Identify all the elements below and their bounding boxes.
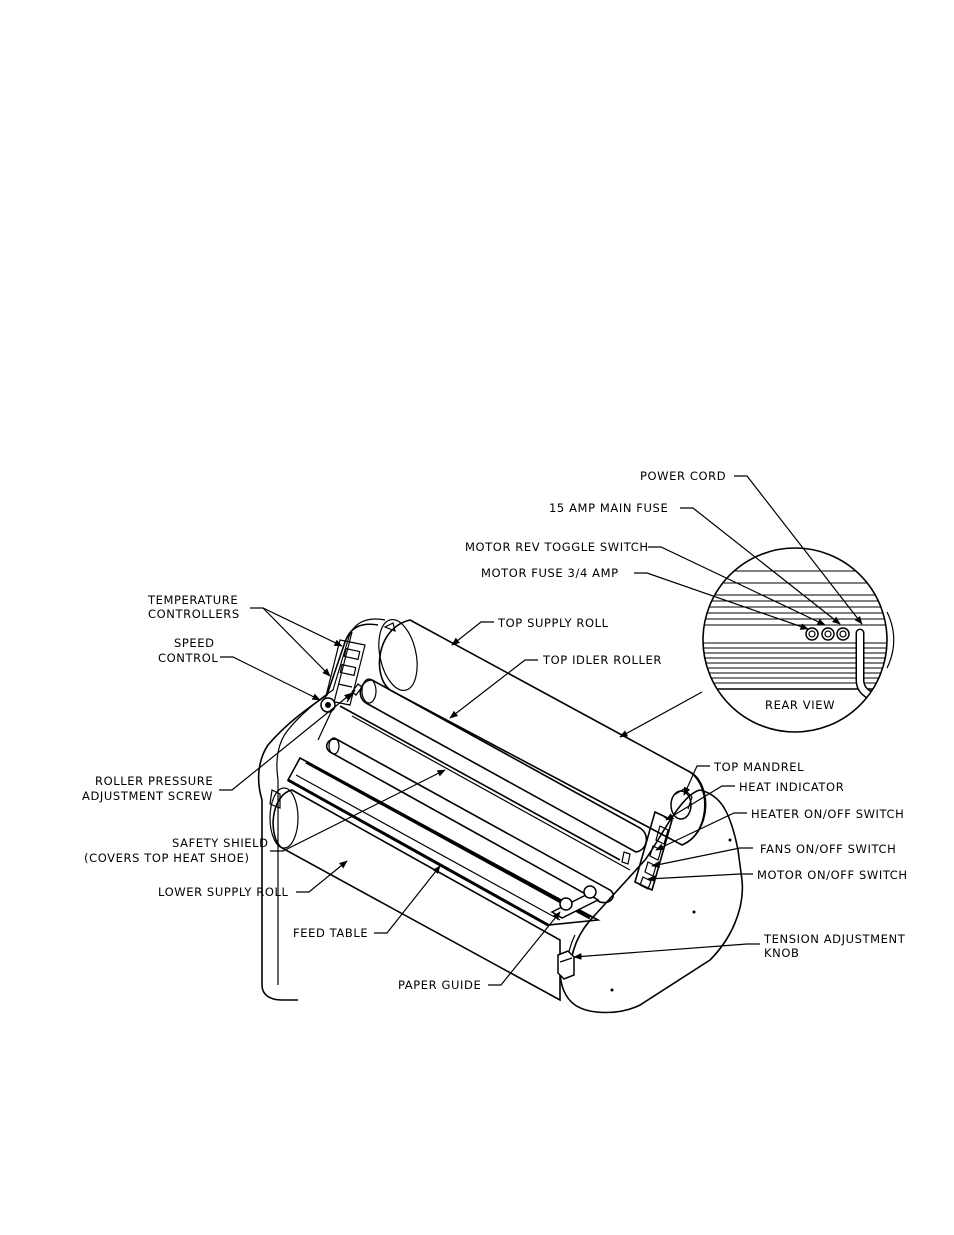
top-idler-roller [359,679,648,853]
label-tension-knob: TENSION ADJUSTMENT [763,932,906,946]
label-temperature-controllers: TEMPERATURE [147,593,238,607]
label-paper-guide: PAPER GUIDE [398,978,481,992]
label-lower-supply-roll: LOWER SUPPLY ROLL [158,885,289,899]
label-safety-shield-line2: (COVERS TOP HEAT SHOE) [84,851,250,865]
left-side-frame [257,623,379,1001]
motor-fuse-icon [805,627,819,641]
safety-shield [325,738,615,904]
label-heat-indicator: HEAT INDICATOR [739,780,844,794]
label-speed-control: SPEED [174,636,215,650]
label-top-mandrel: TOP MANDREL [713,760,804,774]
main-fuse-icon [836,627,850,641]
labels: POWER CORD 15 AMP MAIN FUSE MOTOR REV TO… [82,469,908,992]
label-safety-shield: SAFETY SHIELD [172,836,269,850]
lower-supply-roll [272,789,561,1002]
control-panel [324,639,366,706]
top-supply-roll [378,619,707,846]
fans-switch-icon [644,861,657,877]
label-feed-table: FEED TABLE [293,926,368,940]
label-main-fuse: 15 AMP MAIN FUSE [549,501,668,515]
label-motor-rev-toggle: MOTOR REV TOGGLE SWITCH [465,540,649,554]
leader-lines [219,475,863,986]
label-top-idler-roller: TOP IDLER ROLLER [542,653,662,667]
label-top-supply-roll: TOP SUPPLY ROLL [497,616,609,630]
label-power-cord: POWER CORD [640,469,726,483]
tension-adjustment-knob-icon [557,950,575,980]
label-fans-switch: FANS ON/OFF SWITCH [760,842,896,856]
label-speed-control-line2: CONTROL [158,651,218,665]
label-temperature-controllers-line2: CONTROLLERS [148,607,240,621]
feed-table [286,756,601,926]
label-roller-pressure-line2: ADJUSTMENT SCREW [82,789,213,803]
label-heater-switch: HEATER ON/OFF SWITCH [751,807,904,821]
label-motor-fuse: MOTOR FUSE 3/4 AMP [481,566,619,580]
label-motor-switch: MOTOR ON/OFF SWITCH [757,868,908,882]
label-rear-view: REAR VIEW [765,698,835,712]
right-side-frame [559,789,744,1014]
motor-rev-toggle-icon [821,627,835,641]
rear-view-inset [702,547,895,733]
label-roller-pressure: ROLLER PRESSURE [95,774,213,788]
rear-panel-hatching [703,570,887,684]
laminator-machine [257,618,744,1014]
label-tension-knob-line2: KNOB [764,946,800,960]
